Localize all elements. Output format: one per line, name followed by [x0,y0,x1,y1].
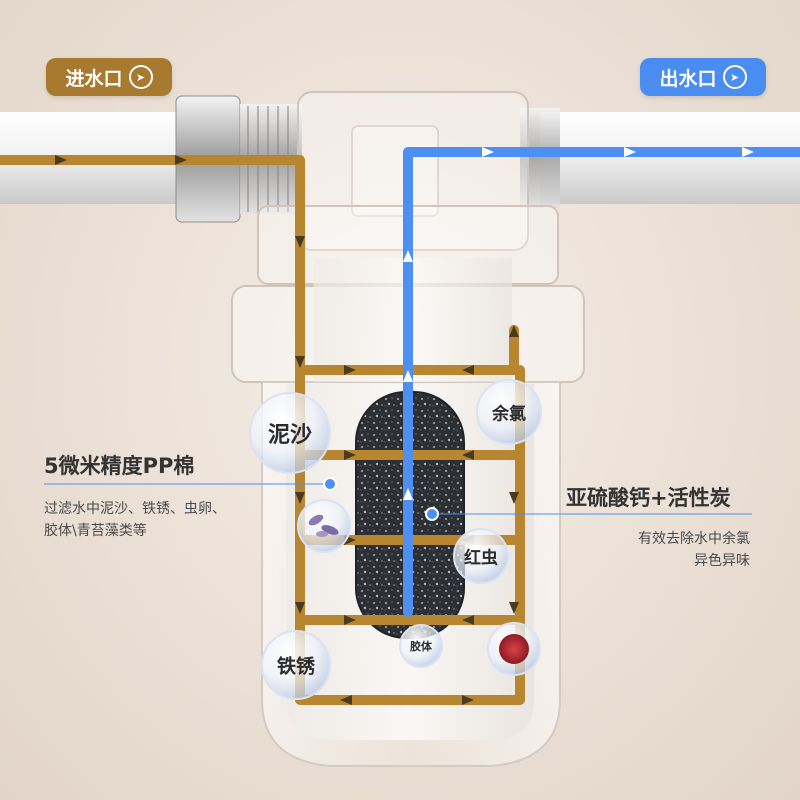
rust-bubble [261,630,331,700]
outlet-flow-path [403,147,800,617]
carbon-desc-line: 异色异味 [694,553,750,569]
outlet-pipe [520,108,800,208]
arrow-right-icon: ➤ [722,65,747,89]
pp-cotton-description: 过滤水中泥沙、铁锈、虫卵、 胶体\青苔藻类等 [44,498,226,542]
chlorine-bubble [476,379,542,445]
inlet-badge: 进水口 ➤ [46,58,172,96]
worm-egg-icon [308,514,339,537]
pp-cotton-desc-line: 过滤水中泥沙、铁锈、虫卵、 [44,501,226,517]
outlet-flow-arrows [403,147,754,500]
red-worm-label: 红虫 [464,548,498,569]
arrow-right-icon: ➤ [128,65,153,89]
red-worm-bubble [453,528,509,584]
inlet-label: 进水口 [65,67,123,90]
pp-cotton-desc-line: 胶体\青苔藻类等 [44,523,147,539]
chlorine-label: 余氯 [492,404,526,425]
colloid-label: 胶体 [410,640,432,653]
outlet-label: 出水口 [659,67,717,90]
carbon-title: 亚硫酸钙+活性炭 [566,486,731,510]
rust-label: 铁锈 [276,655,316,678]
sand-label: 泥沙 [267,423,313,448]
right-callout-dot [425,507,439,521]
red-particle-icon [499,634,529,664]
carbon-description: 有效去除水中余氯 异色异味 [638,528,750,572]
carbon-desc-line: 有效去除水中余氯 [638,531,750,547]
sand-bubble [249,392,331,474]
pp-cotton-title: 5微米精度PP棉 [44,454,195,478]
outlet-badge: 出水口 ➤ [640,58,766,96]
inlet-flow-arrows [55,155,519,705]
left-callout-dot [323,477,337,491]
colloid-bubble [399,624,443,668]
